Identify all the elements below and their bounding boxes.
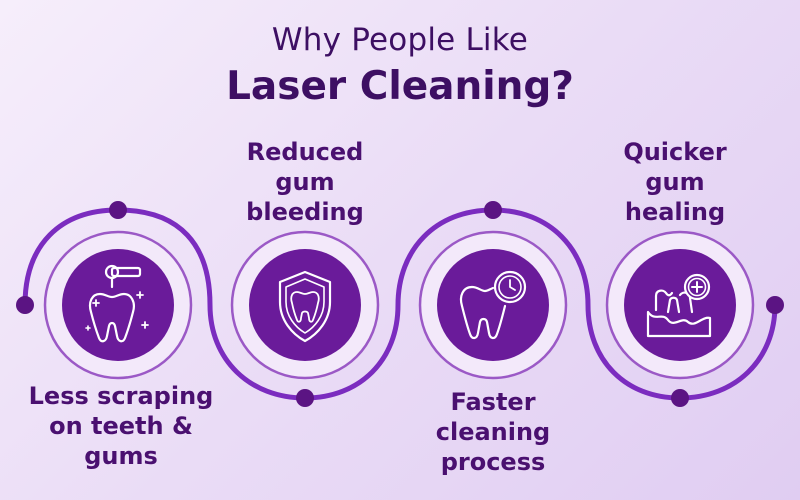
connector-dot-4 bbox=[671, 389, 689, 407]
benefit-label-4: Quicker gum healing bbox=[623, 138, 727, 226]
connector-dot-2 bbox=[296, 389, 314, 407]
tooth-clock-icon bbox=[459, 270, 527, 340]
benefit-circle-2 bbox=[230, 230, 380, 380]
title-line-2: Laser Cleaning? bbox=[226, 64, 574, 109]
benefit-label-1: Less scraping on teeth & gums bbox=[28, 382, 214, 470]
tooth-laser-icon bbox=[85, 264, 149, 343]
wave-connector bbox=[22, 207, 778, 401]
gum-healing-icon bbox=[646, 273, 712, 338]
connector-dot-3 bbox=[484, 201, 502, 219]
benefit-circle-1 bbox=[43, 230, 193, 380]
title-line-1: Why People Like bbox=[271, 22, 529, 58]
benefit-circle-4 bbox=[605, 230, 755, 380]
tooth-shield-icon bbox=[278, 270, 332, 343]
benefit-label-3: Faster cleaning process bbox=[435, 388, 551, 476]
benefit-circle-3 bbox=[418, 230, 568, 380]
connector-dot-1 bbox=[109, 201, 127, 219]
connector-dot-start bbox=[16, 296, 34, 314]
connector-dot-end bbox=[766, 296, 784, 314]
benefit-label-2: Reduced gum bleeding bbox=[246, 138, 364, 226]
